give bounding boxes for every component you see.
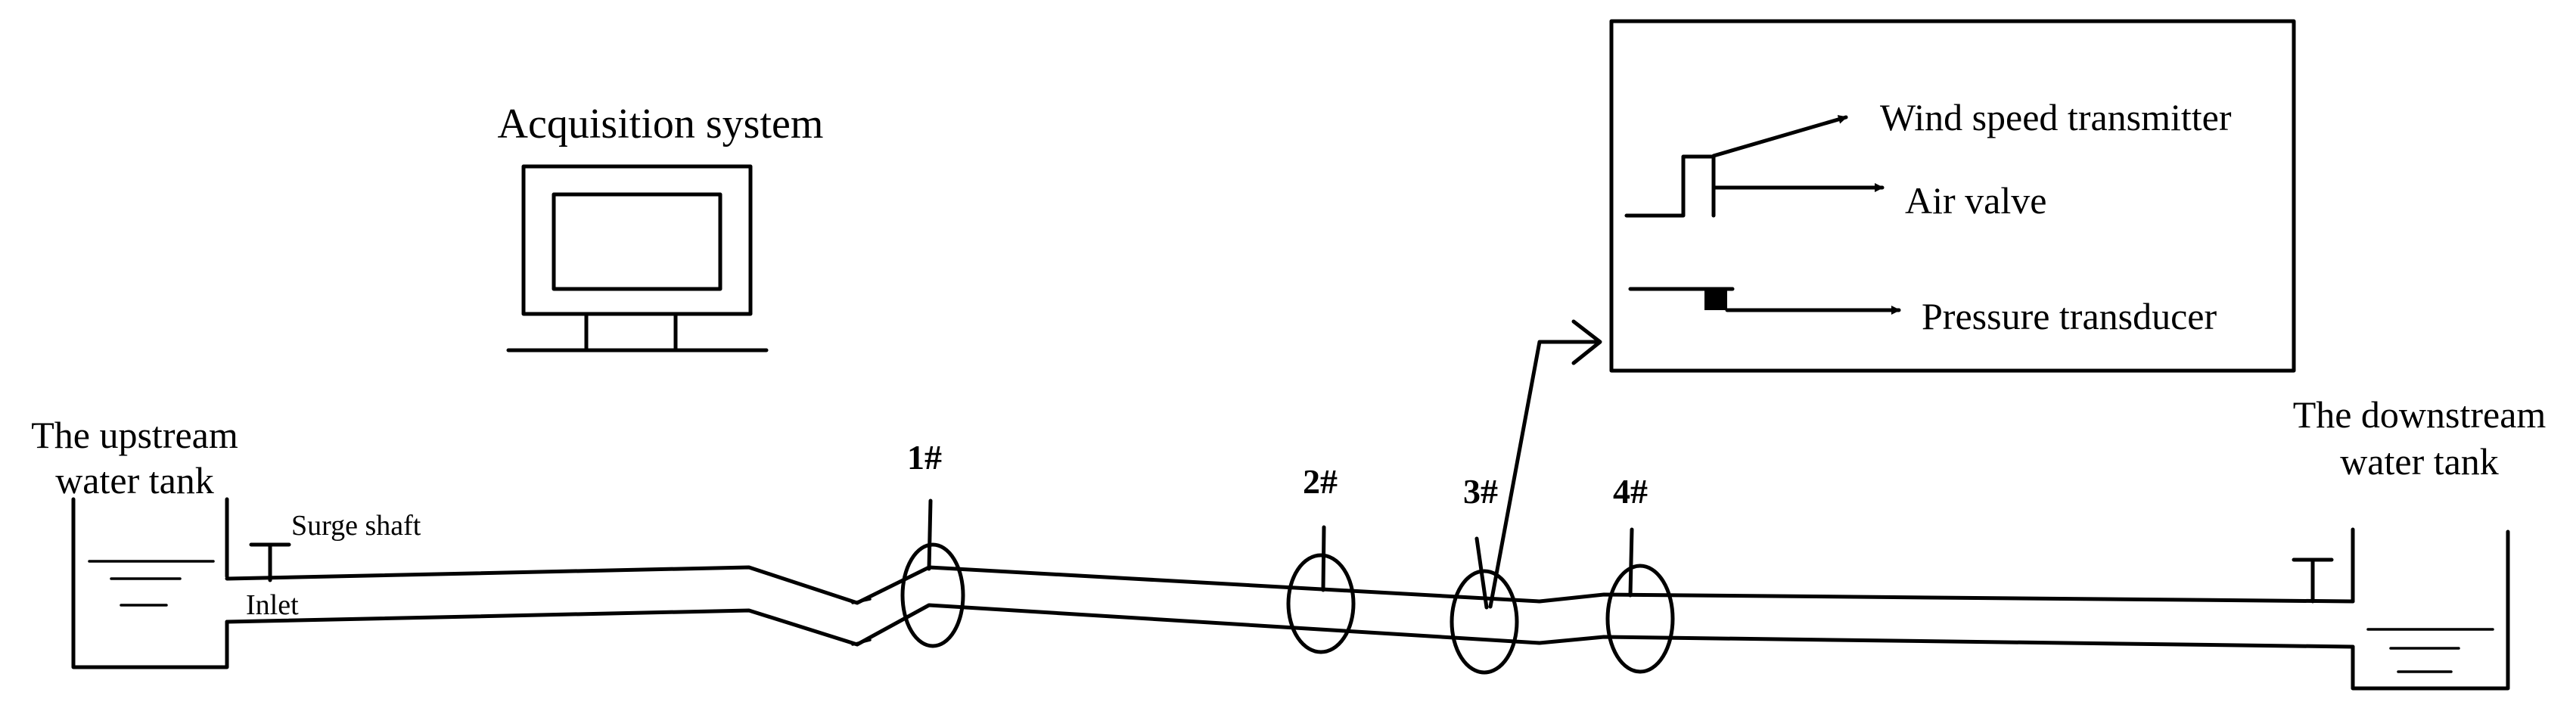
legend-leader-arrow xyxy=(1488,319,1602,609)
measurement-point-3: 3# xyxy=(1450,472,1519,675)
measurement-point-1: 1# xyxy=(900,438,965,648)
wind-speed-transmitter-symbol xyxy=(1624,154,1714,218)
monitor-outer-frame xyxy=(521,164,753,316)
air-valve-label: Air valve xyxy=(1905,179,2046,222)
measurement-point-2-marker xyxy=(1286,553,1356,654)
measurement-point-3-marker xyxy=(1450,569,1519,675)
downstream-tank-walls xyxy=(2351,530,2510,691)
upstream-tank-walls xyxy=(71,497,229,669)
measurement-point-1-probe xyxy=(927,498,933,571)
wind-speed-transmitter-arrow xyxy=(1711,115,1848,158)
legend-box: Wind speed transmitter Air valve Pressur… xyxy=(1609,19,2296,373)
measurement-point-1-label: 1# xyxy=(907,438,942,477)
acquisition-system: Acquisition system xyxy=(498,101,824,352)
pipe-bend-detail xyxy=(851,598,872,646)
leader-line xyxy=(1488,340,1599,609)
inlet-label: Inlet xyxy=(246,589,299,621)
acquisition-system-label: Acquisition system xyxy=(498,101,824,148)
wind-speed-transmitter-label: Wind speed transmitter xyxy=(1880,96,2232,138)
measurement-point-1-marker xyxy=(900,542,965,648)
measurement-point-4: 4# xyxy=(1605,472,1675,674)
upstream-water-tank: The upstream water tank xyxy=(31,414,238,669)
pressure-transducer-symbol xyxy=(1704,289,1727,310)
measurement-point-2: 2# xyxy=(1286,462,1356,654)
upstream-tank-label-line2: water tank xyxy=(55,459,214,502)
downstream-water-tank: The downstream water tank xyxy=(2292,393,2546,691)
downstream-tank-label-line2: water tank xyxy=(2340,440,2499,483)
monitor-screen xyxy=(552,192,722,291)
legend-frame xyxy=(1609,19,2296,373)
upstream-tank-label-line1: The upstream xyxy=(31,414,238,456)
downstream-tank-label-line1: The downstream xyxy=(2293,393,2546,436)
measurement-point-3-label: 3# xyxy=(1463,472,1498,511)
surge-shaft-label: Surge shaft xyxy=(291,510,421,542)
surge-shaft: Surge shaft Inlet xyxy=(246,510,421,621)
leader-arrowhead xyxy=(1571,319,1602,365)
measurement-point-4-marker xyxy=(1605,564,1675,674)
measurement-point-4-probe xyxy=(1628,527,1634,598)
pipe-lower-wall xyxy=(225,603,2355,649)
measurement-point-2-label: 2# xyxy=(1303,462,1338,501)
measurement-point-4-label: 4# xyxy=(1613,472,1648,511)
pressure-transducer-label: Pressure transducer xyxy=(1922,295,2217,337)
measurement-point-2-probe xyxy=(1321,525,1326,592)
